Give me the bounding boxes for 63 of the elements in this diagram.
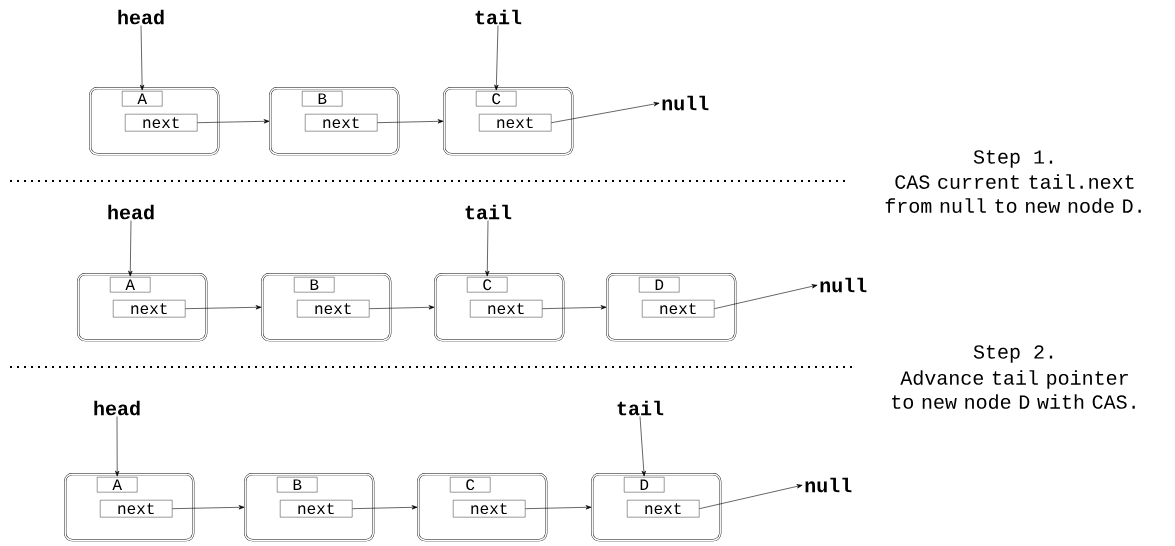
- next-field: next: [453, 500, 526, 518]
- arrow: [197, 119, 270, 124]
- pointer-label: tail: [617, 400, 664, 416]
- value-box: A: [97, 477, 138, 493]
- arrow: [115, 416, 120, 477]
- value-box: D: [639, 277, 680, 293]
- pointer-label: tail: [475, 9, 522, 25]
- step-note: Step 2.: [973, 345, 1053, 363]
- next-field: next: [280, 500, 353, 518]
- list-node-box: [244, 473, 375, 542]
- arrow: [369, 305, 435, 310]
- step-note: CAS current tail.next from null to new node D.: [885, 174, 1141, 213]
- arrow: [172, 505, 245, 510]
- list-node-box: [434, 273, 565, 342]
- arrow: [494, 25, 499, 91]
- next-field: next: [627, 500, 700, 518]
- pointer-label: head: [94, 400, 140, 416]
- value-box: B: [294, 277, 335, 293]
- next-field: next: [305, 114, 378, 132]
- next-field: next: [100, 500, 173, 518]
- arrow: [525, 505, 592, 510]
- value-box: C: [467, 277, 508, 293]
- value-box: A: [122, 91, 163, 107]
- next-field: next: [479, 114, 552, 132]
- arrow: [714, 284, 818, 309]
- arrow: [551, 101, 660, 123]
- list-node-box: [269, 87, 400, 156]
- value-box: A: [110, 277, 151, 293]
- arrow: [128, 220, 133, 277]
- arrow: [699, 484, 803, 509]
- null-label: null: [662, 95, 709, 111]
- next-field: next: [125, 114, 198, 132]
- list-node-box: [77, 273, 208, 342]
- list-node-box: [261, 273, 392, 342]
- value-box: B: [302, 91, 343, 107]
- arrow: [542, 305, 607, 310]
- pointer-label: tail: [465, 204, 512, 220]
- list-node-box: [591, 473, 722, 542]
- arrow: [485, 220, 490, 277]
- value-box: B: [277, 477, 318, 493]
- list-node-box: [417, 473, 548, 542]
- step-note: Advance tail pointer to new node D with CAS.: [892, 370, 1135, 409]
- pointer-label: head: [108, 204, 154, 220]
- next-field: next: [113, 300, 186, 318]
- list-node-box: [89, 87, 220, 156]
- arrow: [639, 416, 646, 477]
- value-box: D: [624, 477, 665, 493]
- value-box: C: [476, 91, 517, 107]
- next-field: next: [642, 300, 715, 318]
- arrow: [377, 119, 444, 124]
- next-field: next: [470, 300, 543, 318]
- arrow: [352, 505, 418, 510]
- arrow: [185, 305, 262, 310]
- null-label: null: [805, 477, 852, 493]
- step-note: Step 1.: [973, 150, 1053, 168]
- list-node-box: [64, 473, 195, 542]
- list-node-box: [606, 273, 737, 342]
- null-label: null: [820, 277, 867, 293]
- pointer-label: head: [118, 9, 164, 25]
- list-node-box: [443, 87, 574, 156]
- value-box: C: [450, 477, 491, 493]
- next-field: next: [297, 300, 370, 318]
- arrow: [139, 25, 145, 91]
